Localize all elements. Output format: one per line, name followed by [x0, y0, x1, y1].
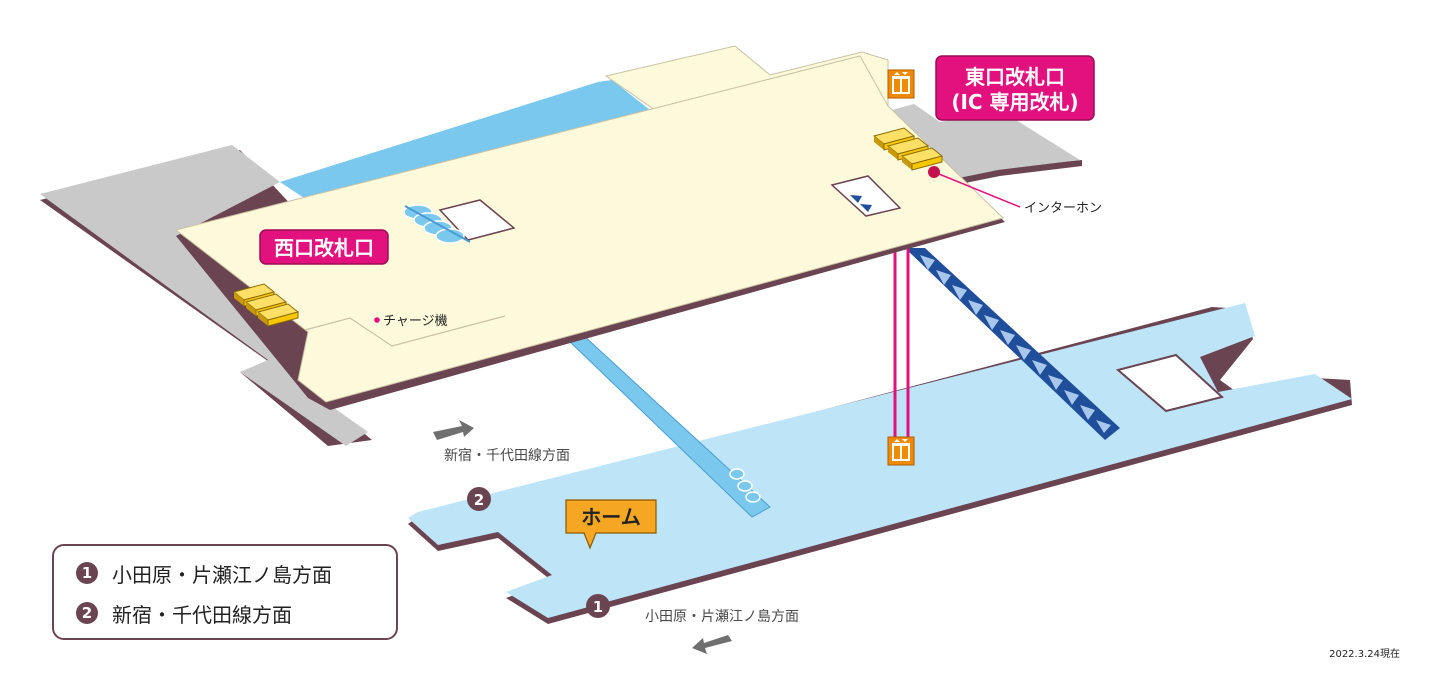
legend: 1 小田原・片瀬江ノ島方面 2 新宿・千代田線方面 — [52, 544, 398, 640]
west-ticket-gates — [232, 283, 300, 327]
east-exit-label-line1: 東口改札口 — [965, 65, 1065, 89]
legend-row: 2 新宿・千代田線方面 — [76, 598, 292, 628]
charge-machine-label: チャージ機 — [383, 314, 448, 329]
direction-odawara-label: 小田原・片瀬江ノ島方面 — [645, 609, 799, 625]
north-track-strip — [280, 80, 650, 212]
legend-number-badge: 2 — [76, 602, 98, 624]
legend-number-badge: 1 — [76, 562, 98, 584]
escalator-steps — [920, 255, 1111, 433]
east-escalator-top — [850, 195, 872, 212]
ticket-gate-icon — [900, 147, 944, 171]
legend-text: 小田原・片瀬江ノ島方面 — [112, 562, 332, 587]
stair-steps-lower — [729, 468, 761, 503]
direction-shinjuku-label: 新宿・千代田線方面 — [444, 447, 570, 464]
platform-opening — [1115, 353, 1225, 413]
platform-label: ホーム — [581, 505, 640, 529]
legend-row: 1 小田原・片瀬江ノ島方面 — [76, 558, 332, 588]
svg-text:1: 1 — [593, 598, 603, 616]
platform-badge: ホーム — [565, 499, 657, 550]
platform-floor — [408, 303, 1352, 618]
direction-arrow-icon — [433, 420, 474, 440]
direction-arrow-icon — [692, 635, 732, 654]
east-escalator-opening — [830, 175, 902, 217]
west-stair-edge — [404, 205, 471, 243]
charge-machine-dot — [374, 317, 380, 323]
platform-level — [408, 303, 1352, 624]
platform-number-1: 1 — [586, 594, 610, 618]
ticket-gate-icon — [256, 303, 300, 327]
east-exit-badge: 東口改札口 (IC 専用改札) — [935, 55, 1095, 121]
east-exit-label-line2: (IC 専用改札) — [951, 90, 1078, 114]
concourse-floor — [174, 55, 1004, 403]
date-stamp: 2022.3.24現在 — [1329, 649, 1400, 660]
intercom-marker — [928, 166, 1021, 208]
east-ticket-gates — [872, 127, 944, 171]
west-exit-badge: 西口改札口 — [259, 229, 389, 265]
elevator-icon — [887, 436, 915, 466]
elevator-icon — [887, 69, 915, 99]
west-exit-label: 西口改札口 — [274, 236, 374, 260]
platform-number-2: 2 — [467, 487, 491, 511]
intercom-label: インターホン — [1024, 201, 1102, 216]
svg-text:2: 2 — [474, 491, 484, 509]
concourse-level — [40, 45, 1082, 446]
concourse-walkway-line — [304, 315, 506, 347]
legend-text: 新宿・千代田線方面 — [112, 602, 292, 627]
